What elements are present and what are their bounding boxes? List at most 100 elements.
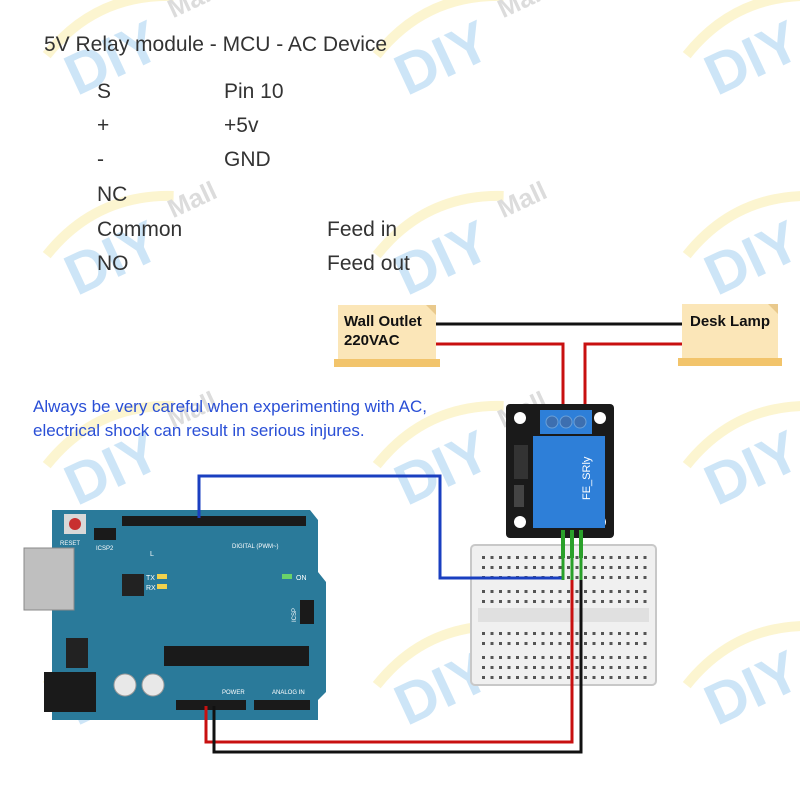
breadboard-hole: [507, 656, 511, 659]
breadboard-hole: [643, 642, 647, 645]
breadboard-hole: [635, 676, 638, 679]
breadboard-hole: [507, 666, 511, 669]
breadboard-hole: [618, 590, 621, 593]
breadboard-hole: [609, 666, 613, 669]
breadboard-hole: [575, 642, 579, 645]
vcc-wire-5v: [204, 578, 574, 744]
breadboard-hole: [584, 666, 587, 669]
pin-table-right-2: GND: [224, 148, 271, 171]
relay-terminal-screw-1: [545, 415, 559, 429]
reset-label: RESET: [60, 541, 80, 547]
wall-outlet-label: [334, 305, 440, 367]
breadboard-hole: [575, 600, 579, 603]
breadboard-hole: [524, 590, 528, 593]
breadboard-hole: [524, 676, 528, 679]
breadboard-hole: [533, 656, 536, 659]
voltage-regulator: [66, 638, 88, 668]
breadboard-hole: [558, 676, 562, 679]
breadboard-hole: [601, 642, 604, 645]
icsp-header: [300, 600, 314, 624]
breadboard-hole: [507, 556, 511, 559]
breadboard-hole: [490, 556, 494, 559]
breadboard-hole: [618, 642, 621, 645]
breadboard-hole: [558, 556, 562, 559]
breadboard-hole: [584, 656, 587, 659]
breadboard-hole: [618, 676, 621, 679]
arduino-pcb: [52, 510, 326, 720]
power-header: [176, 700, 246, 710]
breadboard-hole: [601, 576, 604, 579]
relay-terminal-screw-2: [559, 415, 573, 429]
breadboard-hole: [541, 556, 545, 559]
breadboard-hole: [643, 576, 647, 579]
relay-label: FE_SRly: [581, 456, 593, 500]
breadboard-hole: [516, 590, 519, 593]
breadboard-hole: [533, 566, 536, 569]
breadboard-hole: [507, 676, 511, 679]
breadboard-hole: [499, 656, 502, 659]
breadboard-hole: [533, 600, 536, 603]
capacitor-1: [113, 673, 137, 697]
breadboard-hole: [567, 642, 570, 645]
breadboard-hole: [635, 632, 638, 635]
breadboard-hole: [490, 676, 494, 679]
breadboard-hole: [482, 656, 485, 659]
breadboard-hole: [601, 656, 604, 659]
breadboard-hole: [541, 632, 545, 635]
breadboard-hole: [609, 676, 613, 679]
rx-label: RX: [146, 585, 156, 592]
breadboard-hole: [516, 666, 519, 669]
breadboard-hole: [626, 666, 630, 669]
breadboard-hole: [516, 676, 519, 679]
svg-text:DIY: DIY: [695, 208, 800, 308]
breadboard-hole: [635, 556, 638, 559]
breadboard-hole: [567, 556, 570, 559]
breadboard-hole: [567, 676, 570, 679]
breadboard-hole: [618, 600, 621, 603]
svg-text:Mall: Mall: [163, 175, 222, 224]
pin-table-left-5: NO: [97, 252, 129, 275]
breadboard-hole: [490, 600, 494, 603]
breadboard-hole: [507, 566, 511, 569]
breadboard-hole: [541, 656, 545, 659]
breadboard-hole: [584, 576, 587, 579]
signal-wire-pin10: [197, 474, 563, 580]
breadboard-hole: [558, 566, 562, 569]
pin-table-right-0: Pin 10: [224, 80, 284, 103]
breadboard-hole: [643, 656, 647, 659]
breadboard-hole: [550, 590, 553, 593]
on-led: [282, 574, 292, 579]
breadboard-hole: [643, 632, 647, 635]
breadboard-hole: [541, 676, 545, 679]
breadboard-hole: [609, 632, 613, 635]
breadboard-hole: [567, 632, 570, 635]
breadboard-hole: [507, 632, 511, 635]
diagram-title: 5V Relay module - MCU - AC Device: [44, 33, 388, 56]
breadboard-hole: [575, 666, 579, 669]
power-jack: [44, 672, 96, 712]
breadboard-hole: [533, 642, 536, 645]
power-label: POWER: [222, 690, 245, 696]
breadboard-hole: [567, 590, 570, 593]
breadboard-hole: [507, 642, 511, 645]
svg-text:DIY: DIY: [695, 638, 800, 738]
svg-text:Mall: Mall: [493, 175, 552, 224]
breadboard-hole: [499, 556, 502, 559]
breadboard-hole: [592, 600, 596, 603]
breadboard-hole: [524, 566, 528, 569]
gnd-wire: [212, 578, 583, 754]
svg-text:DIY: DIY: [695, 418, 800, 518]
svg-text:DIY: DIY: [695, 8, 800, 108]
breadboard-hole: [533, 632, 536, 635]
breadboard-hole: [575, 676, 579, 679]
breadboard-hole: [541, 600, 545, 603]
wall-outlet-box: [338, 305, 436, 363]
l-label: L: [150, 551, 154, 558]
breadboard-hole: [643, 590, 647, 593]
desk-lamp-box: [682, 304, 778, 362]
breadboard-hole: [558, 666, 562, 669]
